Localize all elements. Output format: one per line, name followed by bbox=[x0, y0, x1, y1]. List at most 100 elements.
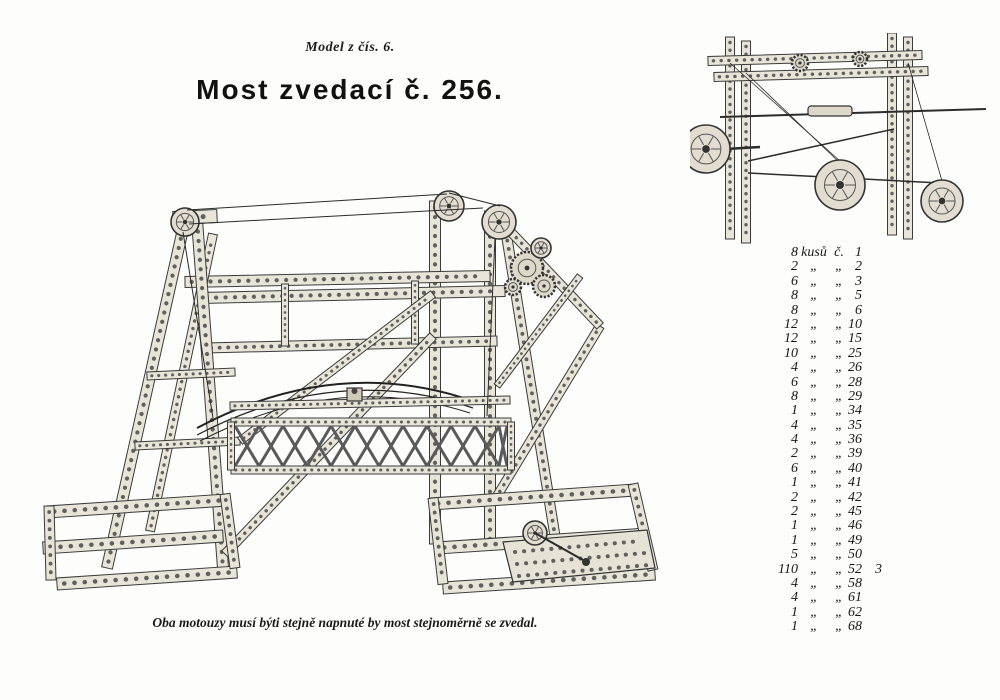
part-unit-ditto: „ bbox=[810, 302, 818, 318]
part-unit-ditto: „ bbox=[810, 316, 818, 332]
part-unit-ditto: „ bbox=[810, 532, 818, 548]
part-quantity: 12 bbox=[784, 331, 798, 347]
part-number: 1 bbox=[855, 245, 862, 260]
part-quantity: 8 bbox=[791, 388, 798, 404]
page-title: Most zvedací č. 256. bbox=[196, 74, 504, 105]
part-no-ditto: „ bbox=[835, 604, 843, 620]
part-no-ditto: „ bbox=[835, 302, 843, 318]
part-quantity: 6 bbox=[791, 460, 798, 476]
part-number: 45 bbox=[848, 504, 862, 520]
part-no-ditto: „ bbox=[835, 273, 843, 289]
part-quantity: 4 bbox=[791, 417, 798, 433]
parts-list-row: 8 „ „ 5 bbox=[754, 288, 882, 304]
parts-list-row: 2 „ „ 45 bbox=[754, 504, 882, 520]
part-no-ditto: „ bbox=[835, 417, 843, 433]
part-number: 50 bbox=[848, 547, 862, 563]
part-number: 41 bbox=[848, 475, 862, 491]
part-unit-ditto: „ bbox=[810, 460, 818, 476]
header-block: Model z čís. 6. Most zvedací č. 256. bbox=[0, 40, 700, 106]
part-unit-ditto: „ bbox=[810, 345, 818, 361]
part-number: 36 bbox=[848, 432, 862, 448]
part-number: 26 bbox=[848, 360, 862, 376]
part-unit-ditto: „ bbox=[810, 273, 818, 289]
part-number: 61 bbox=[848, 590, 862, 606]
part-no-ditto: „ bbox=[835, 360, 843, 376]
part-no-ditto: „ bbox=[835, 619, 843, 635]
part-quantity: 2 bbox=[791, 504, 798, 520]
part-no-ditto: „ bbox=[835, 374, 843, 390]
part-number: 28 bbox=[848, 374, 862, 390]
part-unit-ditto: „ bbox=[810, 504, 818, 520]
model-number-line: Model z čís. 6. bbox=[305, 40, 395, 55]
part-number: 49 bbox=[848, 532, 862, 548]
part-unit-ditto: „ bbox=[810, 288, 818, 304]
parts-list-row: 1 „ „ 49 bbox=[754, 532, 882, 548]
part-quantity: 5 bbox=[791, 547, 798, 563]
part-quantity: 1 bbox=[791, 475, 798, 491]
part-number: 15 bbox=[848, 331, 862, 347]
part-quantity: 6 bbox=[791, 374, 798, 390]
caption-text: Oba motouzy musí býti stejně napnuté by … bbox=[152, 615, 538, 630]
part-unit-ditto: „ bbox=[810, 259, 818, 275]
part-no-ditto: „ bbox=[835, 259, 843, 275]
parts-list-row: 10 „ „ 25 bbox=[754, 345, 882, 361]
part-number: 62 bbox=[848, 604, 862, 620]
part-no-ditto: „ bbox=[835, 460, 843, 476]
part-no-ditto: „ bbox=[835, 316, 843, 332]
part-no-ditto: č. bbox=[834, 245, 844, 260]
part-extra-mark: 3 bbox=[875, 561, 882, 577]
part-quantity: 4 bbox=[791, 432, 798, 448]
part-no-ditto: „ bbox=[835, 345, 843, 361]
part-number: 29 bbox=[848, 388, 862, 404]
part-no-ditto: „ bbox=[835, 489, 843, 505]
part-quantity: 110 bbox=[778, 561, 798, 577]
parts-list-row: 1 „ „ 41 bbox=[754, 475, 882, 491]
parts-list-row: 1 „ „ 62 bbox=[754, 604, 882, 620]
parts-list-row: 8 kusů č. 1 bbox=[754, 245, 882, 260]
part-number: 35 bbox=[848, 417, 862, 433]
part-no-ditto: „ bbox=[835, 331, 843, 347]
part-unit-ditto: „ bbox=[810, 475, 818, 491]
part-unit-ditto: „ bbox=[810, 417, 818, 433]
part-number: 10 bbox=[848, 316, 862, 332]
parts-list-row: 1 „ „ 34 bbox=[754, 403, 882, 419]
detail-illustration-hoist-mechanism bbox=[690, 33, 987, 244]
parts-list-row: 4 „ „ 35 bbox=[754, 417, 882, 433]
part-no-ditto: „ bbox=[835, 518, 843, 534]
part-unit-ditto: „ bbox=[810, 331, 818, 347]
part-quantity: 10 bbox=[784, 345, 798, 361]
parts-list-row: 1 „ „ 46 bbox=[754, 518, 882, 534]
part-unit-ditto: „ bbox=[810, 561, 818, 577]
part-unit-ditto: „ bbox=[810, 403, 818, 419]
part-unit-ditto: „ bbox=[810, 374, 818, 390]
part-no-ditto: „ bbox=[835, 547, 843, 563]
parts-list-row: 2 „ „ 2 bbox=[754, 259, 882, 275]
part-number: 25 bbox=[848, 345, 862, 361]
part-number: 42 bbox=[848, 489, 862, 505]
part-no-ditto: „ bbox=[835, 504, 843, 520]
part-no-ditto: „ bbox=[835, 532, 843, 548]
part-unit-ditto: „ bbox=[810, 360, 818, 376]
part-number: 3 bbox=[855, 273, 862, 289]
parts-list-row: 8 „ „ 6 bbox=[754, 302, 882, 318]
part-quantity: 8 bbox=[791, 288, 798, 304]
parts-list-row: 2 „ „ 39 bbox=[754, 446, 882, 462]
part-quantity: 1 bbox=[791, 619, 798, 635]
part-quantity: 1 bbox=[791, 532, 798, 548]
part-number: 39 bbox=[848, 446, 862, 462]
part-unit-ditto: „ bbox=[810, 518, 818, 534]
part-unit-ditto: „ bbox=[810, 575, 818, 591]
parts-list-row: 4 „ „ 61 bbox=[754, 590, 882, 606]
part-quantity: 4 bbox=[791, 575, 798, 591]
part-quantity: 1 bbox=[791, 604, 798, 620]
parts-list-row: 12 „ „ 15 bbox=[754, 331, 882, 347]
part-no-ditto: „ bbox=[835, 446, 843, 462]
part-unit-ditto: „ bbox=[810, 446, 818, 462]
part-unit-ditto: „ bbox=[810, 604, 818, 620]
part-unit-ditto: kusů bbox=[801, 245, 827, 260]
parts-list-row: 4 „ „ 26 bbox=[754, 360, 882, 376]
part-number: 52 bbox=[848, 561, 862, 577]
part-number: 34 bbox=[848, 403, 862, 419]
parts-list-row: 2 „ „ 42 bbox=[754, 489, 882, 505]
